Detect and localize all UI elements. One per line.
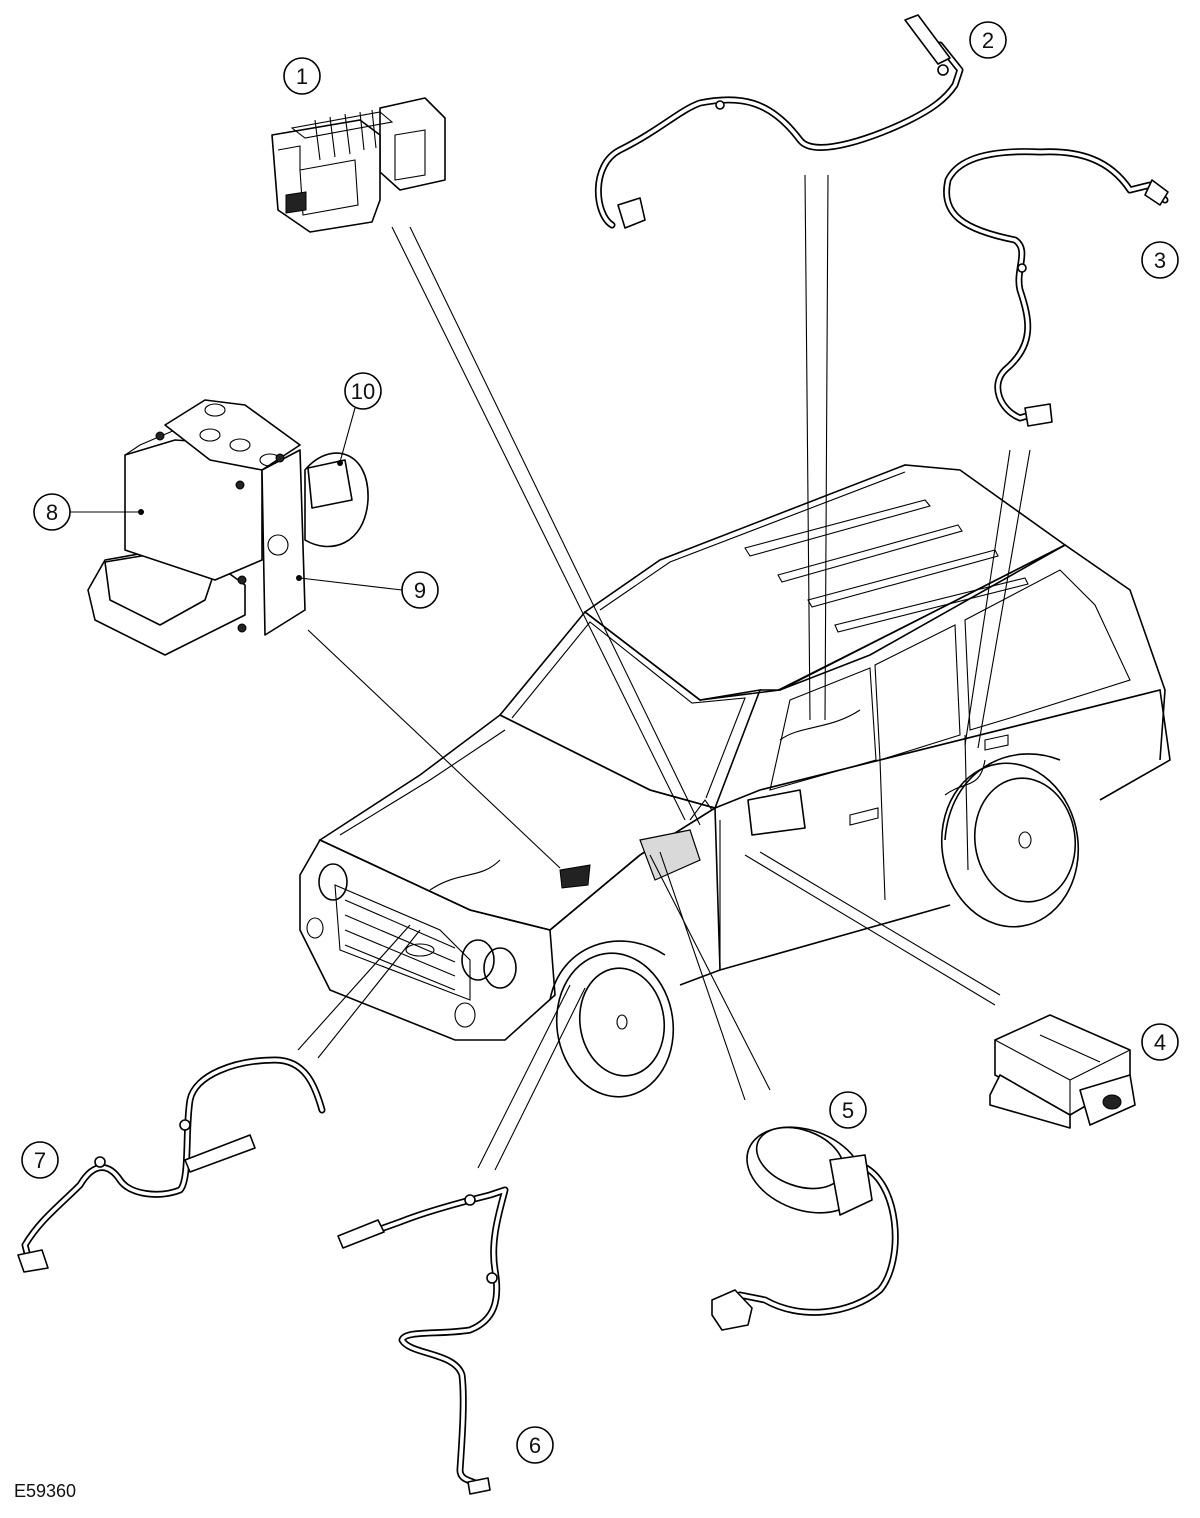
svg-text:3: 3 bbox=[1154, 248, 1166, 273]
callout-9: 9 bbox=[296, 571, 439, 609]
figure-id: E59360 bbox=[14, 1481, 76, 1501]
svg-text:6: 6 bbox=[529, 1433, 541, 1458]
part-2-sensor-harness bbox=[594, 14, 964, 229]
callout-6: 6 bbox=[516, 1426, 554, 1464]
leader-lines bbox=[297, 174, 1031, 1171]
svg-text:10: 10 bbox=[351, 379, 375, 404]
callout-3: 3 bbox=[1141, 241, 1179, 279]
part-7-wheel-speed-sensor bbox=[17, 1056, 326, 1273]
svg-text:1: 1 bbox=[296, 64, 308, 89]
callout-5: 5 bbox=[829, 1091, 867, 1129]
callout-10: 10 bbox=[337, 372, 382, 466]
part-1-control-module bbox=[271, 97, 446, 233]
part-5-steering-angle-sensor bbox=[711, 1126, 899, 1331]
part-8-9-10-abs-modulator bbox=[87, 399, 369, 656]
svg-text:8: 8 bbox=[46, 500, 58, 525]
callout-4: 4 bbox=[1141, 1023, 1179, 1061]
callout-8: 8 bbox=[33, 493, 144, 531]
callout-2: 2 bbox=[969, 21, 1007, 59]
svg-text:2: 2 bbox=[982, 28, 994, 53]
vehicle-illustration bbox=[299, 464, 1171, 1098]
svg-text:7: 7 bbox=[34, 1148, 46, 1173]
part-4-yaw-rate-sensor bbox=[989, 1014, 1136, 1129]
svg-text:9: 9 bbox=[414, 578, 426, 603]
svg-text:5: 5 bbox=[842, 1098, 854, 1123]
callout-7: 7 bbox=[21, 1141, 59, 1179]
part-3-sensor-harness bbox=[943, 148, 1169, 427]
callouts: 1 2 3 4 5 6 7 8 bbox=[21, 21, 1179, 1464]
svg-text:4: 4 bbox=[1154, 1030, 1166, 1055]
part-6-wheel-speed-sensor bbox=[337, 1186, 509, 1495]
callout-1: 1 bbox=[283, 57, 321, 95]
